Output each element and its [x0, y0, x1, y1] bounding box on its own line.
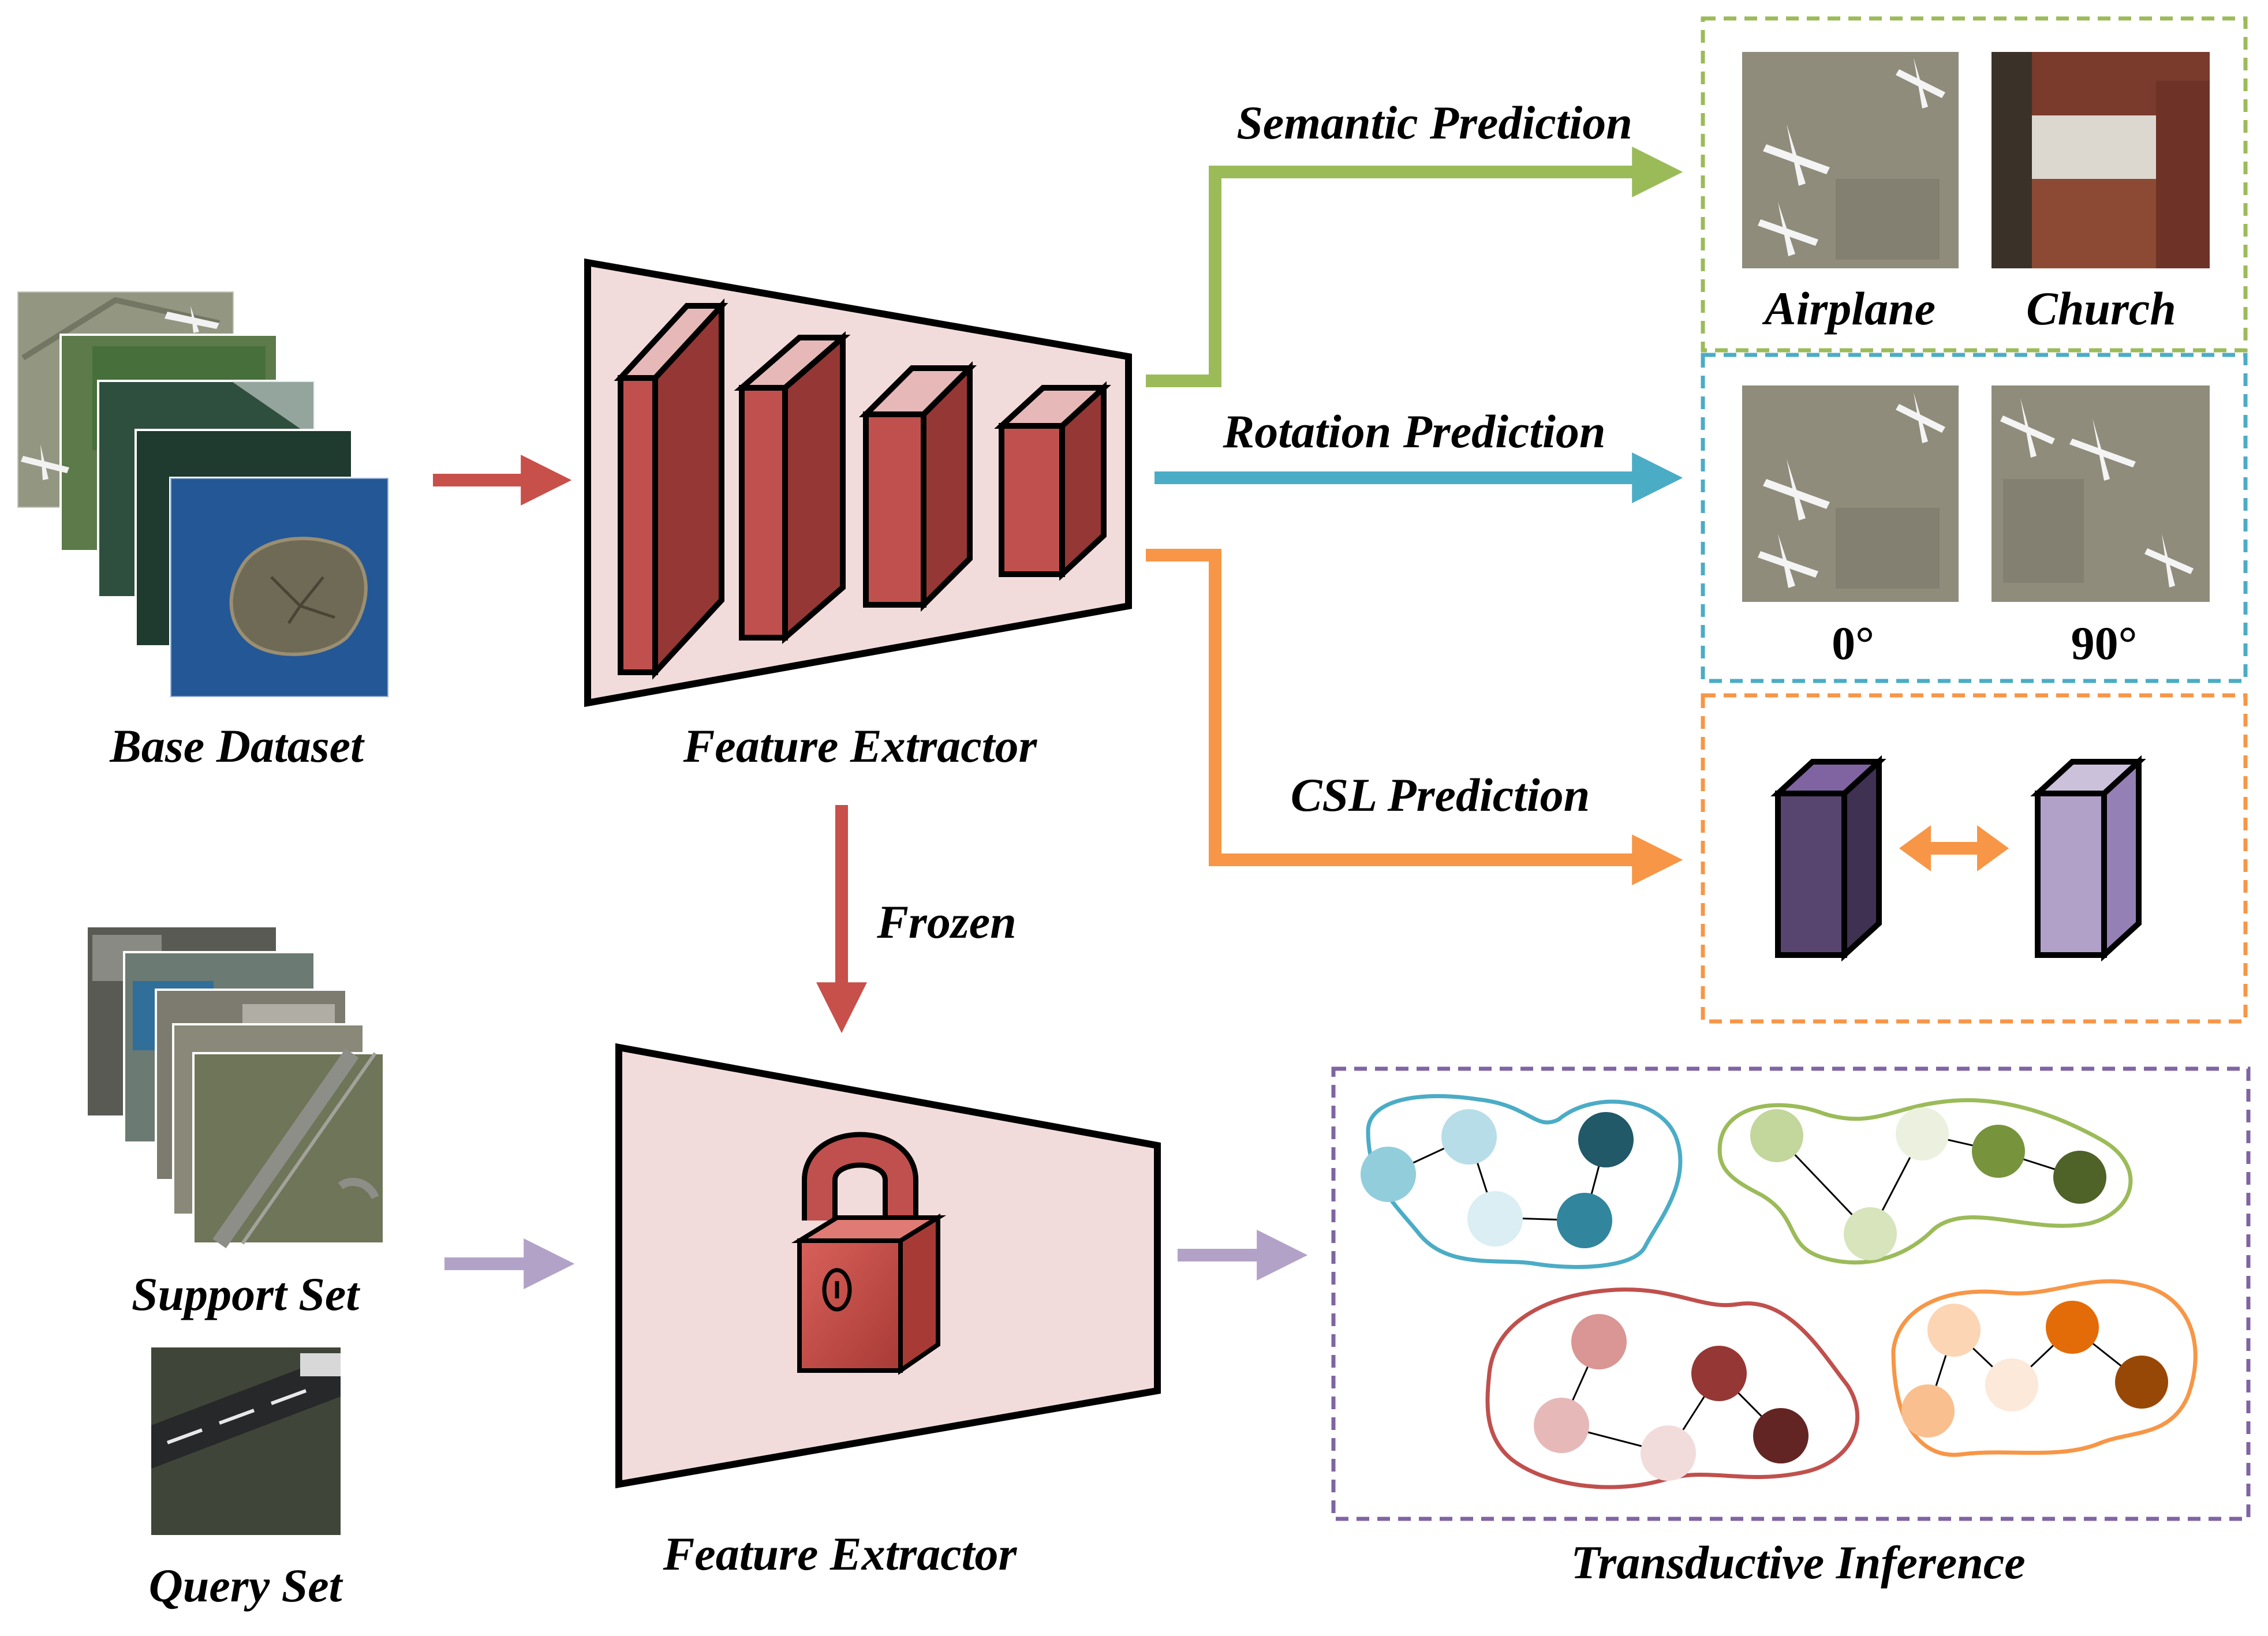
rot90-label: 90° [2071, 617, 2138, 669]
cluster-graph-icon [1717, 1098, 2133, 1265]
church-thumbnail [1991, 52, 2210, 268]
double-arrow-icon [1899, 825, 2009, 871]
transductive-inference-label: Transductive Inference [1571, 1536, 2025, 1589]
csl-prediction-label: CSL Prediction [1291, 769, 1590, 821]
conv-block-1 [614, 298, 728, 680]
csl-branch-arrow [1146, 549, 1683, 885]
csl-cube-dark [1770, 755, 1886, 962]
support-set-stack [85, 925, 385, 1249]
conv-block-3 [858, 361, 977, 612]
rot0-label: 0° [1832, 617, 1874, 669]
airplane-label: Airplane [1762, 282, 1936, 335]
base-dataset-stack [16, 290, 390, 698]
rot0-thumbnail [1742, 385, 1959, 602]
query-set-label: Query Set [149, 1559, 343, 1612]
csl-prediction-box [1701, 693, 2248, 1024]
transductive-inference-box [1331, 1066, 2251, 1521]
csl-cube-light [2030, 755, 2146, 962]
feature-extractor-top-label: Feature Extractor [683, 720, 1038, 772]
rotation-prediction-box: 0° 90° [1701, 353, 2248, 683]
airplane-icon [165, 306, 219, 333]
feature-extractor-bottom-label: Feature Extractor [663, 1528, 1018, 1580]
conv-block-2 [734, 331, 851, 644]
query-set-image [151, 1347, 341, 1535]
feature-extractor-top [584, 258, 1132, 707]
airplane-thumbnail [1742, 52, 1959, 268]
cluster-graph-icon [1891, 1279, 2198, 1457]
frozen-label: Frozen [876, 896, 1017, 948]
feature-extractor-bottom [615, 1043, 1161, 1489]
semantic-prediction-box: Airplane Church [1701, 16, 2248, 353]
church-label: Church [2026, 282, 2176, 335]
support-set-label: Support Set [132, 1268, 360, 1320]
semantic-prediction-label: Semantic Prediction [1236, 96, 1632, 149]
rot90-thumbnail [1991, 385, 2210, 602]
lock-icon [791, 1132, 947, 1375]
cluster-graph-icon [1361, 1094, 1683, 1270]
conv-block-4 [994, 381, 1111, 581]
cluster-graph-icon [1485, 1287, 1860, 1489]
semantic-branch-arrow [1146, 147, 1683, 387]
island-shape [229, 537, 368, 656]
rotation-prediction-label: Rotation Prediction [1223, 405, 1606, 458]
base-dataset-label: Base Dataset [109, 720, 365, 772]
